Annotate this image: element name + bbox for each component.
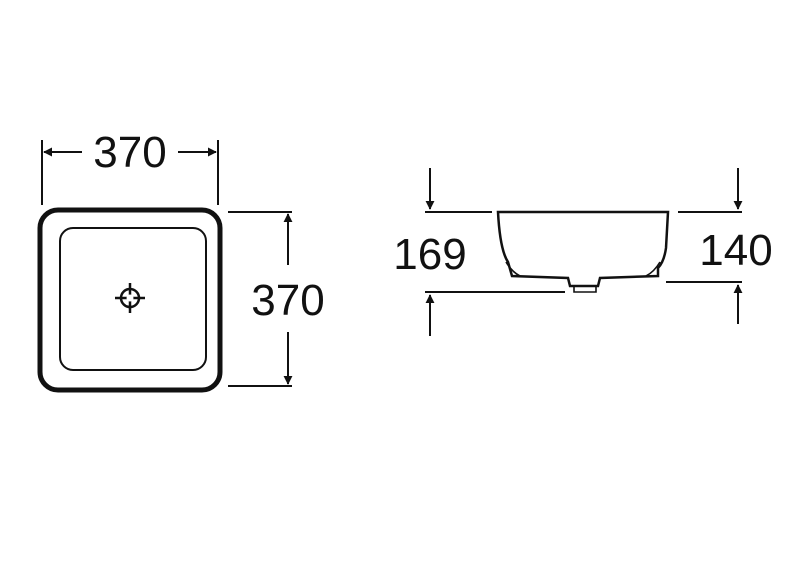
width-dimension: 370 [41, 128, 219, 205]
drain-crosshair-icon [115, 283, 145, 313]
basin-outer-outline [37, 207, 223, 393]
bowl-height-label: 140 [699, 226, 772, 275]
depth-label: 370 [251, 276, 324, 325]
basin-base-detail [505, 261, 661, 293]
side-view: 169 140 [393, 168, 773, 336]
basin-side-profile [496, 210, 670, 288]
total-height-dimension: 169 [393, 168, 565, 336]
top-view: 370 370 [37, 128, 325, 393]
total-height-label: 169 [393, 230, 466, 279]
basin-inner-outline [59, 227, 207, 371]
bowl-height-dimension: 140 [666, 168, 773, 324]
width-label: 370 [93, 128, 166, 177]
depth-dimension: 370 [228, 211, 325, 387]
